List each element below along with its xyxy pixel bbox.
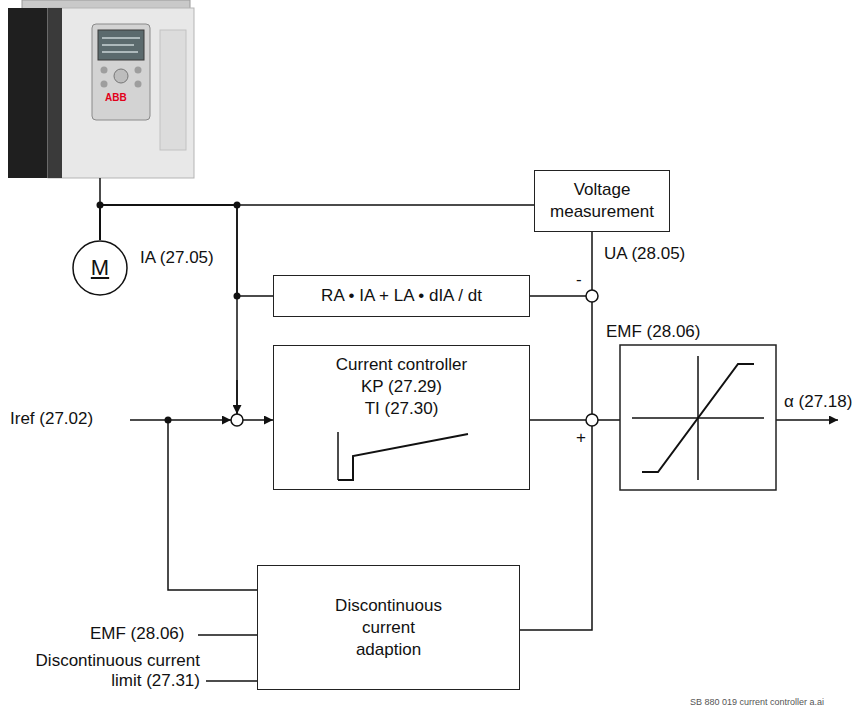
display-line [102,51,138,53]
signal-connector [100,205,273,296]
node-text: RA • IA + LA • dIA / dt [321,285,482,307]
brand-logo: ABB [105,92,127,104]
signal-connector [100,205,273,420]
node-text: Current controller [336,354,467,376]
node-text: Discontinuous current adaption [328,595,450,661]
reference-branch [168,420,257,590]
motor-symbol: M [72,240,128,296]
junction-dot [234,293,241,300]
drive-illustration [8,0,194,178]
drive-front [48,8,194,178]
keypad [92,24,150,120]
junction-dot [234,202,241,209]
signal-name: α (27.18) [784,392,852,412]
adaption-box: Discontinuous current adaption [257,565,520,690]
display-line [102,44,134,46]
keypad-display [98,30,144,60]
node-text: M [91,257,109,279]
node-text: Voltage measurement [542,179,662,223]
signal-name: Discontinuous current limit (27.31) [35,651,200,691]
limiter-box [620,345,776,490]
summing-junction [231,414,243,426]
summing-junction [586,414,598,426]
adaption-output [520,426,592,630]
display-line [102,37,140,39]
emf-wire [591,302,593,414]
emf-input [198,634,257,636]
junction-dot [97,202,104,209]
wires [100,178,838,681]
junctions [97,202,599,427]
drive-side [8,8,50,178]
signal-name: EMF (28.06) [90,624,184,644]
motor-wire [99,178,101,240]
pi-response [338,434,468,480]
feedforward-box: RA • IA + LA • dIA / dt [273,275,530,317]
voltage-wire [591,232,593,290]
signal-name: Iref (27.02) [10,409,93,429]
node-text: TI (27.30) [365,398,439,420]
drop-wire [530,295,586,297]
summing-junction [586,290,598,302]
keypad-button [135,67,142,74]
keypad-button [101,67,108,74]
limit-input [206,680,257,682]
controller-box: Current controllerKP (27.29)TI (27.30) [273,345,530,490]
signal-name: IA (27.05) [140,248,214,268]
keypad-button [135,81,142,88]
signal-name: EMF (28.06) [606,322,700,342]
node-text: KP (27.29) [361,376,442,398]
reference-wire [130,419,231,421]
axis [337,432,339,480]
controller-output [530,419,586,421]
measurement-box: Voltage measurement [534,170,670,232]
signal-connector [100,205,534,240]
limiter-curve [632,356,764,480]
keypad-button [114,69,128,83]
keypad-button [101,81,108,88]
file-note: SB 880 019 current controller a.ai [690,697,824,708]
feedback-wire [236,380,238,414]
motor-circle [73,241,127,295]
alpha-output [776,419,838,421]
sign-mark: + [576,428,586,448]
sum-output [598,419,620,421]
pi-characteristic [338,432,468,480]
junction-dot [165,417,172,424]
sign-mark: - [576,270,582,290]
drive-panel [160,30,186,150]
saturation-line [642,364,754,472]
signal-name: UA (28.05) [604,244,685,264]
drive-front-edge [48,8,62,178]
